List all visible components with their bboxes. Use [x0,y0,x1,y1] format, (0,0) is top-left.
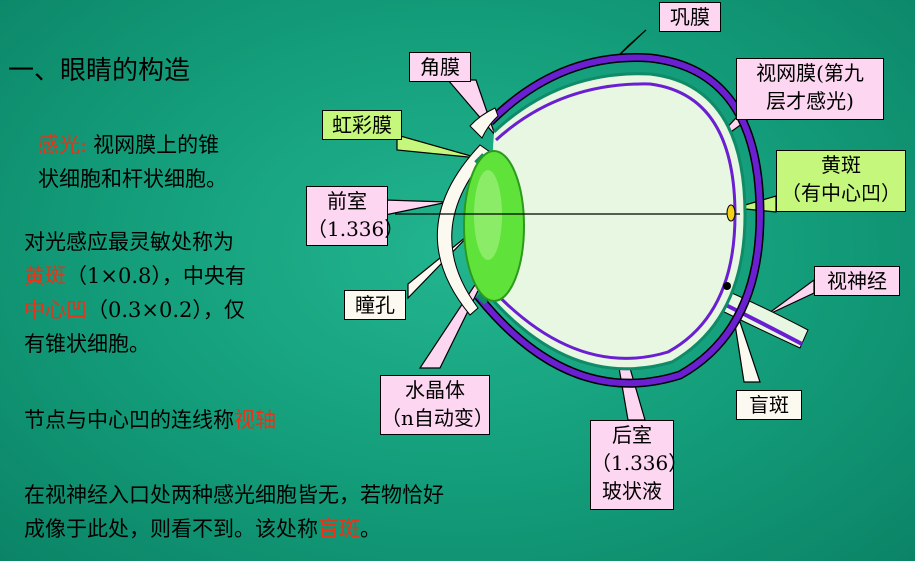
label-anterior-line2: （1.336） [307,217,405,241]
note-text: 对光感应最灵敏处称为 [24,230,234,254]
label-macula: 黄斑 （有中心凹） [776,150,906,212]
note-text: 成像于此处，则看不到。该处称 [24,517,318,541]
note-text: 。 [360,517,381,541]
page-title: 一、眼睛的构造 [8,56,191,86]
note-text: （1×0.8），中央有 [66,264,246,288]
note-photoreception: 感光:视网膜上的锥 [38,128,219,162]
note-text: 有锥状细胞。 [24,332,150,356]
label-blind-spot: 盲斑 [736,390,802,420]
label-retina-line1: 视网膜(第九 [756,61,864,85]
label-posterior-line2: （1.336） [591,451,689,475]
note-text: 在视神经入口处两种感光细胞皆无，若物恰好 [24,483,444,507]
note-fovea: 中心凹（0.3×0.2），仅 [24,293,245,327]
highlight-photoreception: 感光 [38,133,80,157]
label-lens-line1: 水晶体 [405,378,465,402]
label-anterior-chamber: 前室 （1.336） [306,186,405,246]
highlight-visual-axis: 视轴 [234,408,276,432]
note-blind-spot: 成像于此处，则看不到。该处称盲斑。 [24,512,381,546]
label-posterior-chamber: 后室 （1.336） 玻状液 [590,420,689,510]
label-retina-line2: 层才感光) [766,89,854,113]
highlight-fovea: 中心凹 [24,298,87,322]
label-lens-line2: （n自动变） [381,406,494,430]
label-iris: 虹彩膜 [322,110,402,140]
vitreous-body [482,72,747,371]
note-text: 节点与中心凹的连线称 [24,408,234,432]
label-cornea: 角膜 [409,52,471,82]
label-optic-nerve: 视神经 [814,266,900,296]
iris-pointer [396,134,479,159]
blind-spot-dot [723,282,731,290]
label-sclera: 巩膜 [659,2,721,32]
macula-spot [726,204,736,222]
note-separator: : [80,133,88,157]
note-text: 状细胞和杆状细胞。 [38,167,227,191]
note-macula: 黄斑（1×0.8），中央有 [24,259,246,293]
note-text: 视网膜上的锥 [93,133,220,157]
label-posterior-line3: 玻状液 [602,479,662,503]
optic-nerve-pointer [764,278,815,317]
label-anterior-line1: 前室 [327,189,367,213]
lens-highlight [474,170,502,260]
highlight-macula: 黄斑 [24,264,66,288]
label-lens: 水晶体 （n自动变） [380,375,494,435]
anterior-pointer [384,199,449,216]
cornea-upper [469,107,499,139]
note-text: （0.3×0.2），仅 [87,298,245,322]
cornea-shape [436,144,491,316]
label-pupil: 瞳孔 [344,290,406,320]
label-posterior-line1: 后室 [612,423,652,447]
label-retina: 视网膜(第九层才感光) [736,58,884,120]
label-macula-line1: 黄斑 [821,153,861,177]
note-visual-axis: 节点与中心凹的连线称视轴 [24,403,276,437]
sclera-layer [475,54,764,387]
label-macula-line2: （有中心凹） [781,181,901,205]
highlight-blind-spot: 盲斑 [318,517,360,541]
